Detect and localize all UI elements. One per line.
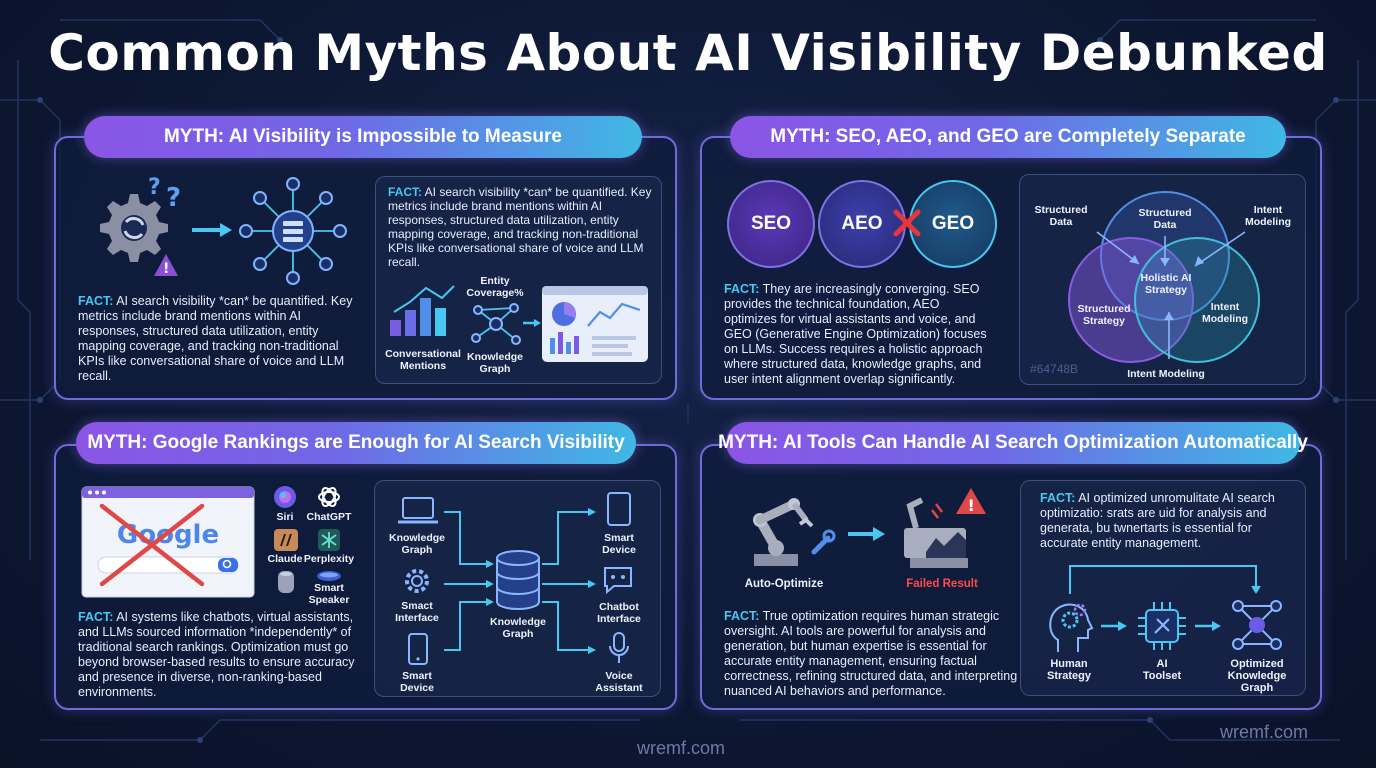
step-human-strategy: Human Strategy (1046, 658, 1092, 682)
arrow-right-icon (192, 223, 232, 237)
step-ai-toolset: AI Toolset (1142, 658, 1182, 682)
venn-center-label: Holistic AI Strategy (1140, 272, 1192, 296)
feedback-loop-arrow (1069, 565, 1261, 594)
fact-measure: FACT: AI search visibility *can* be quan… (78, 294, 353, 383)
flow-in-knowledge-graph: Knowledge Graph (388, 532, 445, 556)
laptop-icon (398, 497, 438, 524)
flow-in-smact-interface: Smact Interface (395, 600, 439, 624)
phone-icon (408, 633, 428, 665)
label-entity-coverage: Entity Coverage% (466, 275, 524, 299)
network-hub-icon (239, 177, 347, 285)
venn-intent-modeling-bottom: Intent Modeling (1127, 368, 1205, 380)
arrow-right-icon (1101, 621, 1127, 631)
flow-out-chatbot-interface: Chatbot Interface (597, 601, 641, 625)
label-failed-result: Failed Result (906, 578, 978, 590)
chatbot-icon (604, 567, 632, 595)
myth-pill-rankings: MYTH: Google Rankings are Enough for AI … (76, 422, 636, 464)
human-head-gears-icon (1049, 603, 1094, 652)
page-title: Common Myths About AI Visibility Debunke… (48, 24, 1328, 82)
red-x-icon (99, 503, 205, 587)
flow-out-voice-assistant: Voice Assistant (595, 670, 643, 694)
svg-text:!: ! (968, 496, 975, 515)
assistant-siri: Siri (276, 511, 294, 523)
knowledge-graph-icon (471, 303, 521, 345)
assistant-smart-speaker: Smart Speaker (308, 582, 350, 606)
label-auto-optimize: Auto-Optimize (744, 578, 824, 590)
siri-icon (274, 486, 296, 508)
robot-arm-icon (753, 498, 836, 566)
svg-text:!: ! (163, 261, 169, 277)
dashboard-icon (542, 286, 648, 362)
circle-aeo: AEO (818, 180, 906, 268)
fact-automatic: FACT: True optimization requires human s… (724, 609, 1018, 698)
arrow-right-icon (848, 527, 885, 541)
flow-hub-knowledge-graph: Knowledge Graph (489, 616, 546, 640)
fact-rankings: FACT: AI systems like chatbots, virtual … (78, 610, 355, 699)
arrow-right-icon (523, 319, 541, 327)
watermark: wremf.com (637, 738, 726, 758)
step-optimized-knowledge-graph: Optimized Knowledge Graph (1227, 658, 1287, 694)
gear-question-icon: ? ? ! (100, 175, 181, 277)
gear-icon (405, 569, 429, 593)
assistant-perplexity: Perplexity (303, 553, 355, 565)
venn-diagram (1068, 191, 1260, 363)
assistant-claude: Claude (267, 553, 303, 565)
broken-robot-icon: ! (904, 488, 986, 568)
ai-chip-icon (1138, 602, 1186, 650)
label-conversational-mentions: Conversational Mentions (385, 348, 461, 372)
inset-fact-measure: FACT: AI search visibility *can* be quan… (388, 185, 652, 269)
tablet-icon (607, 492, 631, 526)
venn-intent-modeling-right: Intent Modeling (1244, 204, 1292, 228)
hex-code-label: #64748B (1030, 362, 1079, 376)
knowledge-graph-icon (1232, 600, 1282, 650)
arrow-right-icon (1195, 621, 1221, 631)
watermark: wremf.com (1220, 722, 1309, 742)
flow-in-smart-device: Smart Device (400, 670, 434, 694)
red-x-icon (893, 209, 921, 237)
smart-speaker-icon (278, 571, 294, 593)
venn-structured-strategy: Structured Strategy (1077, 303, 1131, 327)
venn-box (1019, 174, 1306, 385)
smart-speaker-icon (317, 571, 341, 581)
circle-seo: SEO (727, 180, 815, 268)
label-knowledge-graph: Knowledge Graph (466, 351, 523, 375)
circle-geo: GEO (909, 180, 997, 268)
fact-separate: FACT: They are increasingly converging. … (724, 282, 987, 386)
chatgpt-icon (318, 486, 340, 508)
assistant-chatgpt: ChatGPT (306, 511, 352, 523)
perplexity-icon (318, 529, 340, 551)
venn-structured-data-top: Structured Data (1138, 207, 1192, 231)
database-icon (496, 550, 540, 610)
bar-chart-icon (390, 285, 455, 336)
myth-pill-automatic: MYTH: AI Tools Can Handle AI Search Opti… (718, 422, 1308, 464)
venn-intent-modeling-inner: Intent Modeling (1201, 301, 1249, 325)
microphone-icon (609, 632, 629, 663)
claude-icon (274, 529, 298, 551)
inset-fact-automatic: FACT: AI optimized unromulitate AI searc… (1040, 491, 1275, 550)
myth-pill-separate: MYTH: SEO, AEO, and GEO are Completely S… (730, 116, 1286, 158)
flow-lines (444, 508, 596, 654)
flow-out-smart-device: Smart Device (602, 532, 636, 556)
venn-structured-data-left: Structured Data (1034, 204, 1088, 228)
myth-pill-measure: MYTH: AI Visibility is Impossible to Mea… (84, 116, 642, 158)
svg-text:?: ? (148, 175, 161, 200)
svg-text:?: ? (166, 183, 181, 213)
